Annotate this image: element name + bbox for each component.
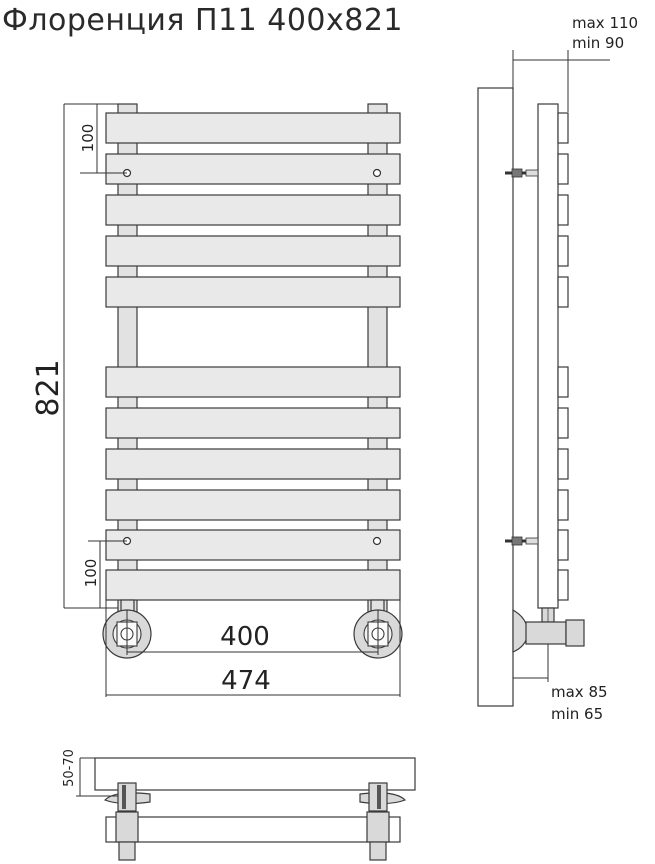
- drawing-title: Флоренция П11 400х821: [2, 3, 403, 38]
- side-valve: [512, 607, 585, 653]
- mounting-hole: [372, 168, 382, 178]
- bar: [105, 276, 401, 308]
- outlet-distance-max: max 85: [551, 683, 608, 701]
- height-dimension: 821: [31, 359, 66, 416]
- mounting-hole: [372, 536, 382, 546]
- radiator-plan-body: [105, 816, 401, 843]
- center-distance-dimension: 400: [220, 622, 270, 652]
- wall-plan: [94, 757, 416, 791]
- bar: [105, 448, 401, 480]
- side-view: max 110 min 90 max 85 min 65: [477, 14, 638, 723]
- lower-bar-group: [105, 366, 401, 601]
- right-plan-fitting: [359, 782, 407, 861]
- top-spacing-dimension: 100: [79, 124, 97, 153]
- bottom-view: 50-70: [62, 749, 416, 861]
- side-collector: [537, 103, 559, 609]
- bar: [105, 366, 401, 398]
- wall-distance-max: max 110: [572, 14, 638, 32]
- bar: [105, 194, 401, 226]
- bar: [105, 112, 401, 144]
- bar: [105, 489, 401, 521]
- upper-bar-group: [105, 112, 401, 308]
- bar: [105, 529, 401, 561]
- overall-width-dimension: 474: [221, 666, 271, 696]
- bar: [105, 153, 401, 185]
- wall-section: [477, 87, 514, 707]
- wall-bracket-bottom: [505, 536, 539, 546]
- bar: [105, 407, 401, 439]
- wall-bracket-top: [505, 168, 539, 178]
- front-view: 821 100 100 400 474: [31, 103, 403, 697]
- bar: [105, 235, 401, 267]
- side-bar-ends: [557, 112, 569, 601]
- depth-dimension: 50-70: [62, 749, 77, 787]
- outlet-distance-min: min 65: [551, 705, 603, 723]
- wall-distance-min: min 90: [572, 34, 624, 52]
- bottom-spacing-dimension: 100: [82, 559, 100, 588]
- bar: [105, 569, 401, 601]
